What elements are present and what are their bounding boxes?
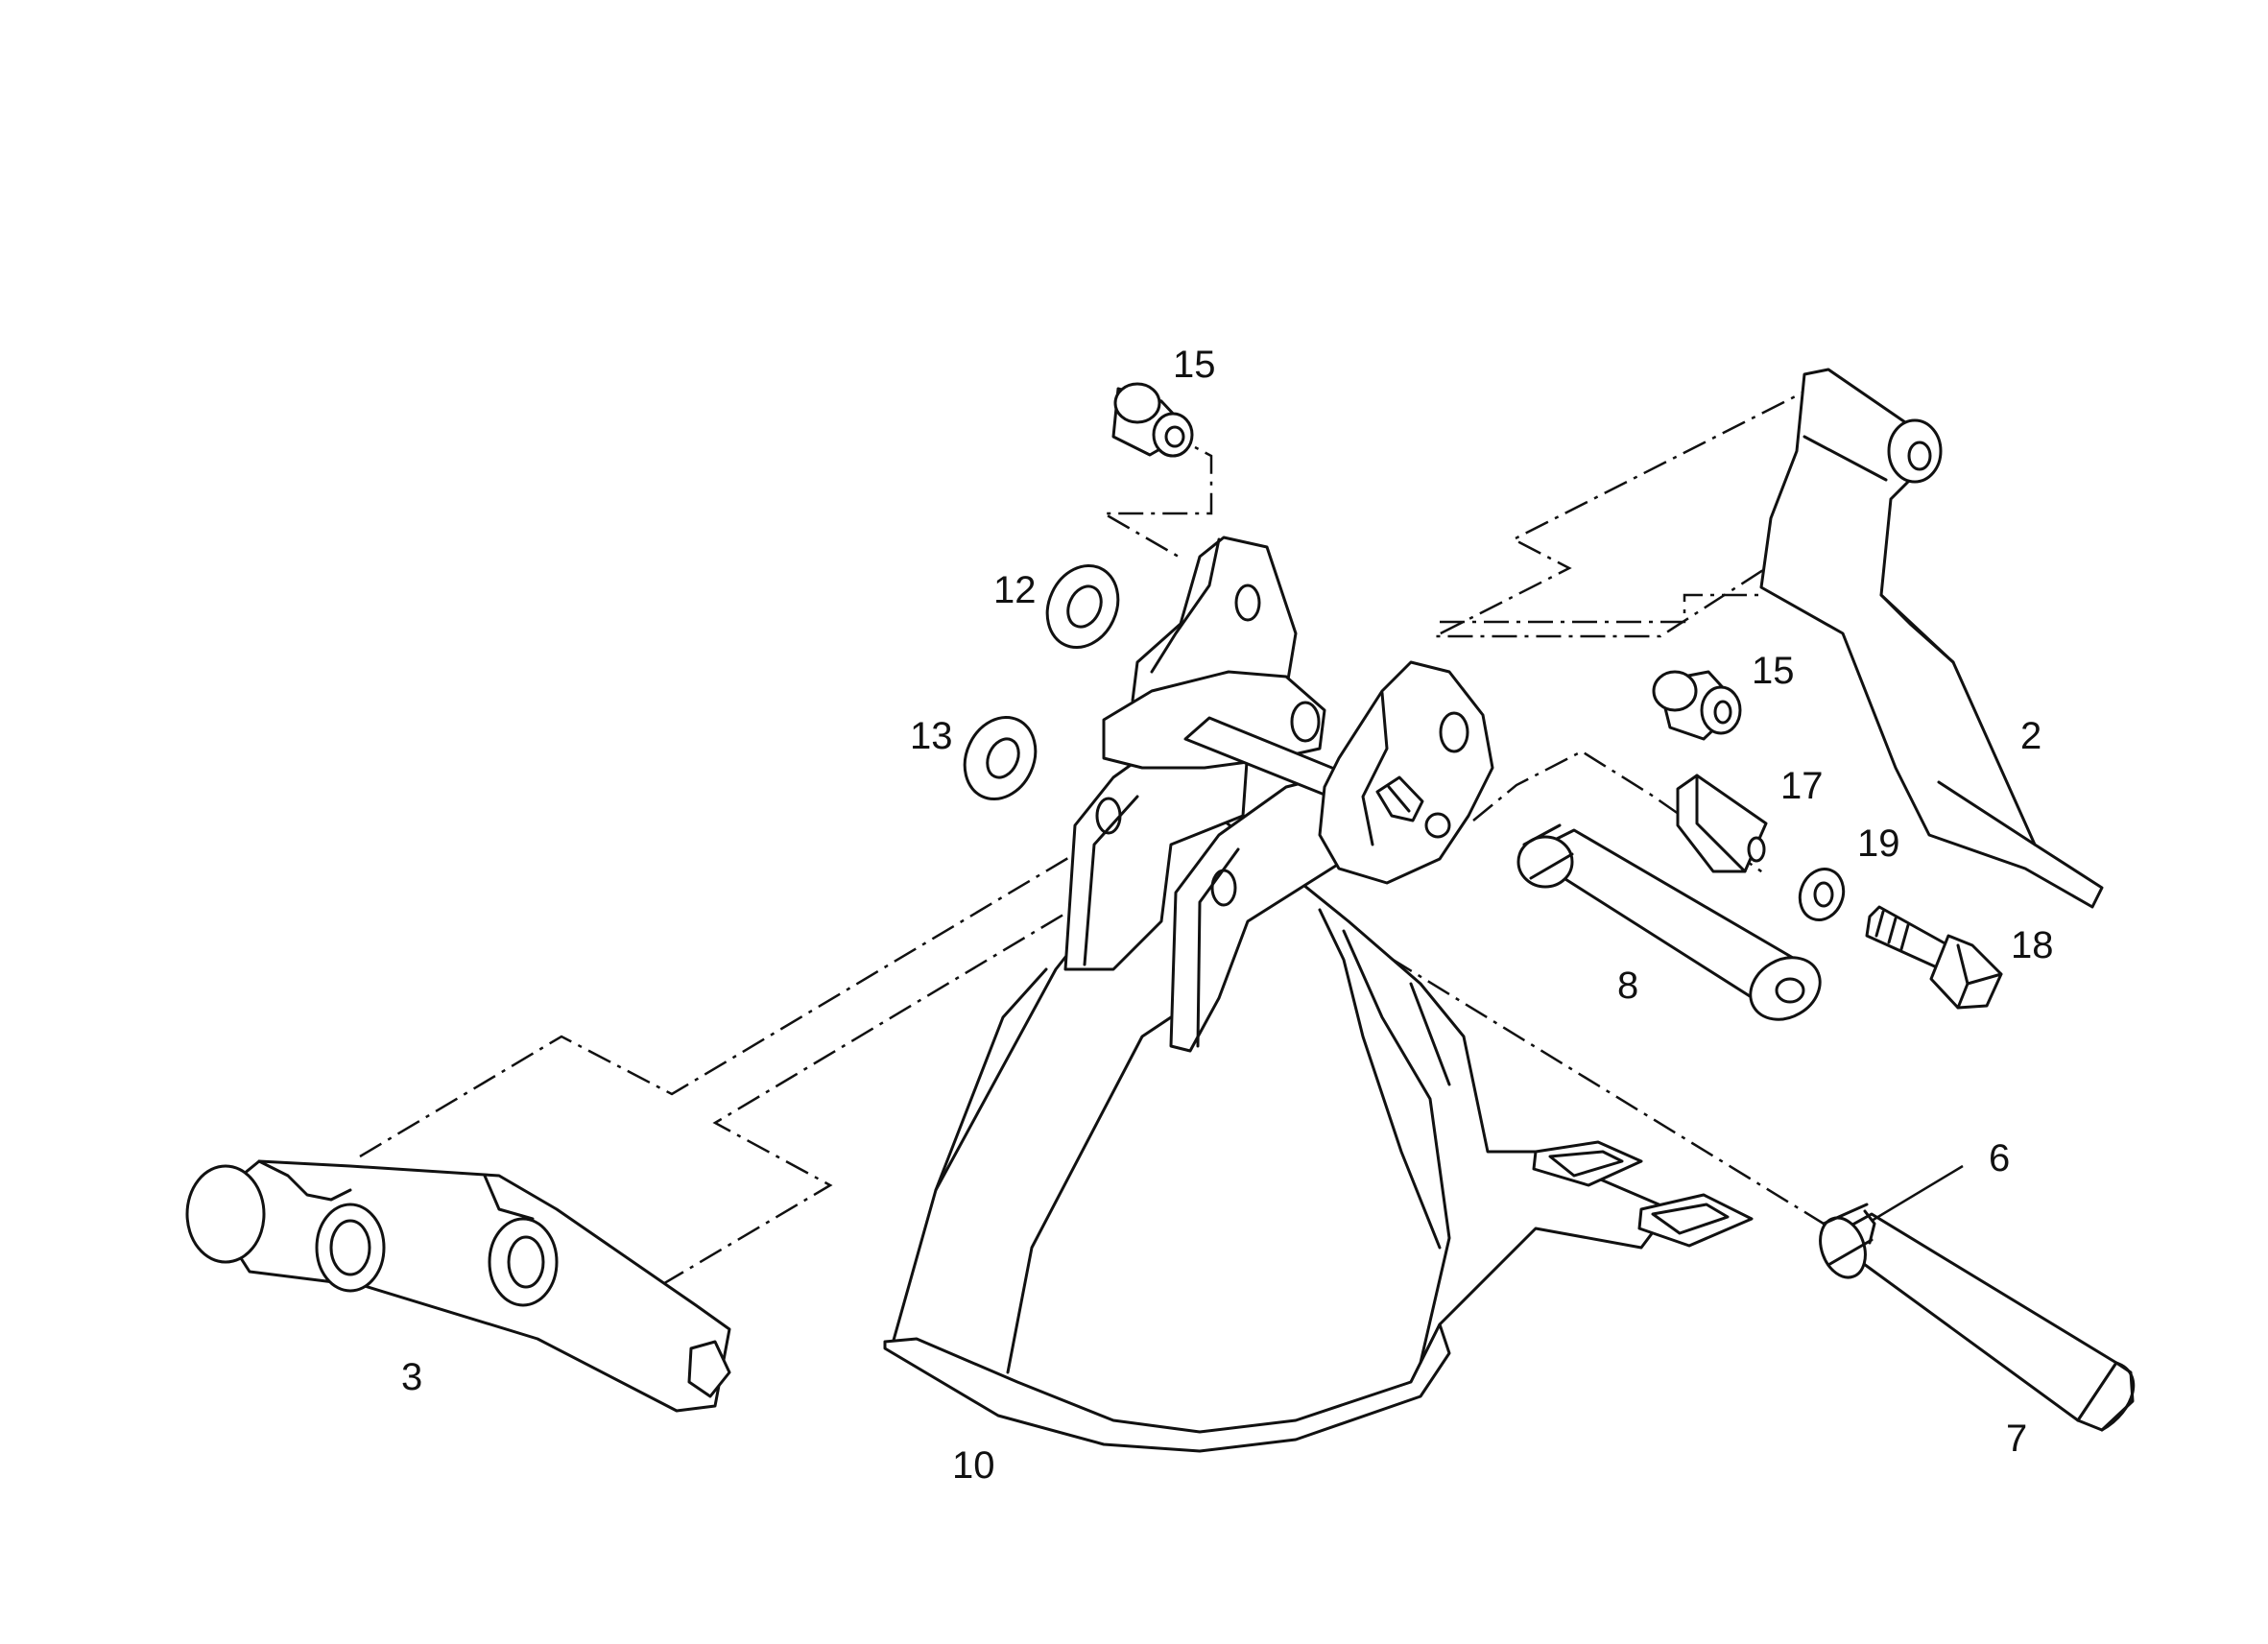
link-arm-2 (1759, 368, 2104, 909)
centerline-lever-3-upper (359, 823, 1124, 1158)
bushing-15-top (1111, 382, 1194, 458)
centerline-lever-3-lower (623, 843, 1182, 1309)
leader-lines (1871, 1164, 1964, 1223)
callout-2: 2 (2020, 715, 2041, 757)
bucket-10 (883, 536, 1754, 1453)
callout-15-top: 15 (1173, 344, 1216, 386)
callout-13: 13 (910, 715, 953, 757)
centerline-link-2 (1434, 380, 1916, 638)
block-17 (1676, 774, 1768, 873)
callout-3: 3 (401, 1356, 422, 1398)
callout-19: 19 (1857, 822, 1900, 865)
callout-labels: 15 12 13 15 2 17 19 18 8 6 7 3 10 (401, 344, 2054, 1487)
bolt-18 (1865, 905, 2003, 1010)
washer-12 (1045, 563, 1120, 650)
leader-6 (1871, 1164, 1964, 1223)
callout-8: 8 (1617, 965, 1638, 1007)
callout-12: 12 (993, 569, 1037, 611)
pin-7 (1819, 1212, 2136, 1432)
callout-18: 18 (2011, 924, 2054, 966)
centerline-bushing-15-top (1099, 430, 1213, 559)
centerline-pin-upper (1440, 593, 1758, 624)
lever-3 (185, 1159, 731, 1413)
callout-15-right: 15 (1752, 650, 1795, 692)
collar-6 (1822, 1203, 1876, 1267)
washer-19 (1798, 868, 1846, 921)
washer-13 (963, 715, 1038, 801)
callout-6: 6 (1989, 1137, 2010, 1179)
bushing-15-right (1652, 670, 1742, 741)
callout-7: 7 (2006, 1418, 2027, 1460)
callout-10: 10 (952, 1444, 995, 1487)
pin-8 (1516, 823, 1822, 1021)
callout-17: 17 (1780, 765, 1824, 807)
